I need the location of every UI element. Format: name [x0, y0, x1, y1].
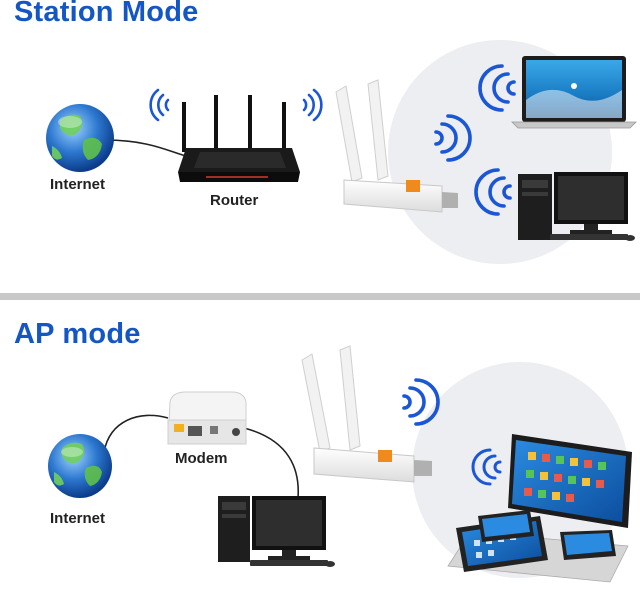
router-icon — [178, 95, 300, 182]
wifi-signal-icon — [478, 64, 516, 112]
wifi-signal-icon — [471, 448, 502, 486]
desktop-pc-icon — [218, 496, 335, 567]
wifi-signal-icon — [402, 378, 440, 426]
smartphone-icon — [560, 530, 616, 560]
section-divider — [0, 293, 640, 300]
smartphone-icon — [478, 510, 534, 542]
desktop-pc-icon — [518, 172, 635, 241]
wifi-signal-icon — [474, 168, 512, 216]
usb-wifi-adapter-icon — [335, 79, 458, 213]
internet-label-ap: Internet — [50, 510, 106, 527]
wifi-signal-icon — [302, 88, 323, 122]
internet-label: Internet — [50, 176, 106, 193]
wifi-signal-icon — [434, 114, 472, 162]
laptop-icon — [511, 56, 637, 129]
globe-icon — [46, 104, 114, 172]
modem-icon — [167, 391, 247, 445]
internet-modem-cable — [103, 414, 169, 453]
globe-icon — [48, 434, 112, 498]
ap-mode-title: AP mode — [14, 318, 141, 350]
modem-label: Modem — [175, 450, 228, 467]
router-label: Router — [210, 192, 259, 209]
usb-wifi-adapter-icon — [301, 345, 432, 483]
wifi-signal-icon — [149, 88, 170, 122]
modem-pc-cable — [243, 427, 300, 499]
station-mode-title: Station Mode — [14, 0, 199, 28]
internet-router-cable — [103, 139, 187, 157]
